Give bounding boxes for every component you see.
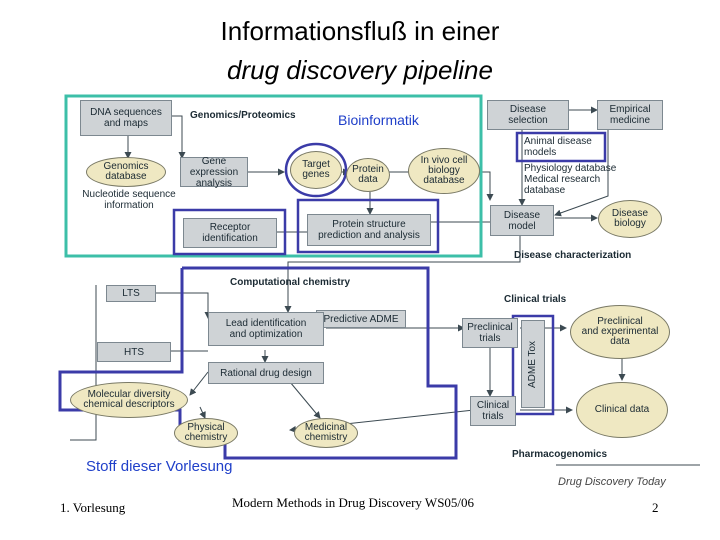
in-vivo-database-ellipse: In vivo cell biology database bbox=[408, 148, 480, 194]
disease-selection-box: Disease selection bbox=[487, 100, 569, 130]
hts-box: HTS bbox=[97, 342, 171, 362]
genomics-database-ellipse: Genomics database bbox=[86, 157, 166, 187]
stoff-dieser-vorlesung-label: Stoff dieser Vorlesung bbox=[86, 458, 233, 475]
animal-disease-models-text: Animal disease models bbox=[524, 136, 592, 158]
preclinical-data-ellipse: Preclinical and experimental data bbox=[570, 305, 670, 359]
footer-course: Modern Methods in Drug Discovery WS05/06 bbox=[232, 495, 475, 510]
adme-tox-highlight bbox=[511, 314, 555, 416]
predictive-adme-box: Predictive ADME bbox=[316, 310, 406, 328]
bioinformatik-frame bbox=[64, 94, 483, 258]
source-credit: Drug Discovery Today bbox=[558, 476, 666, 488]
lts-box: LTS bbox=[106, 285, 156, 302]
nucleotide-sequence-text: Nucleotide sequence information bbox=[82, 189, 176, 211]
protein-data-ellipse: Protein data bbox=[346, 158, 390, 192]
genomics-proteomics-label: Genomics/Proteomics bbox=[190, 110, 296, 121]
gene-expression-box: Gene expression analysis bbox=[180, 156, 248, 189]
lead-identification-box: Lead identification and optimization bbox=[208, 312, 324, 346]
medicinal-chemistry-ellipse: Medicinal chemistry bbox=[294, 418, 358, 448]
slide-title-line-2: drug discovery pipeline bbox=[227, 55, 493, 85]
adme-tox-label: ADME Tox bbox=[527, 340, 539, 388]
rational-drug-design-box: Rational drug design bbox=[208, 362, 324, 384]
clinical-trials-label: Clinical trials bbox=[504, 294, 567, 305]
receptor-highlight bbox=[172, 208, 287, 256]
clinical-data-ellipse: Clinical data bbox=[576, 382, 668, 438]
computational-chemistry-label: Computational chemistry bbox=[230, 277, 351, 288]
dna-sequences-box: DNA sequences and maps bbox=[80, 100, 172, 136]
disease-biology-ellipse: Disease biology bbox=[598, 200, 662, 238]
adme-tox-box: ADME Tox bbox=[521, 320, 545, 408]
bioinformatik-label: Bioinformatik bbox=[338, 112, 419, 128]
protein-structure-highlight bbox=[296, 198, 440, 254]
target-genes-ellipse: Target genes bbox=[290, 151, 342, 189]
disease-model-box: Disease model bbox=[490, 205, 554, 236]
clinical-trials-box: Clinical trials bbox=[470, 396, 516, 426]
research-databases-text: Physiology database Medical research dat… bbox=[524, 163, 617, 196]
receptor-identification-box: Receptor identification bbox=[183, 218, 277, 248]
pharmacogenomics-label: Pharmacogenomics bbox=[512, 449, 608, 460]
animal-models-highlight bbox=[515, 131, 607, 163]
footer-lecture: 1. Vorlesung bbox=[60, 500, 126, 515]
slide-title-line-1: Informationsfluß in einer bbox=[220, 16, 500, 46]
preclinical-trials-box: Preclinical trials bbox=[462, 318, 518, 348]
physical-chemistry-ellipse: Physical chemistry bbox=[174, 418, 238, 448]
disease-characterization-label: Disease characterization bbox=[514, 250, 632, 261]
footer-page-number: 2 bbox=[652, 500, 659, 515]
empirical-medicine-box: Empirical medicine bbox=[597, 100, 663, 130]
protein-structure-box: Protein structure prediction and analysi… bbox=[307, 214, 431, 246]
molecular-diversity-ellipse: Molecular diversity chemical descriptors bbox=[70, 382, 188, 418]
